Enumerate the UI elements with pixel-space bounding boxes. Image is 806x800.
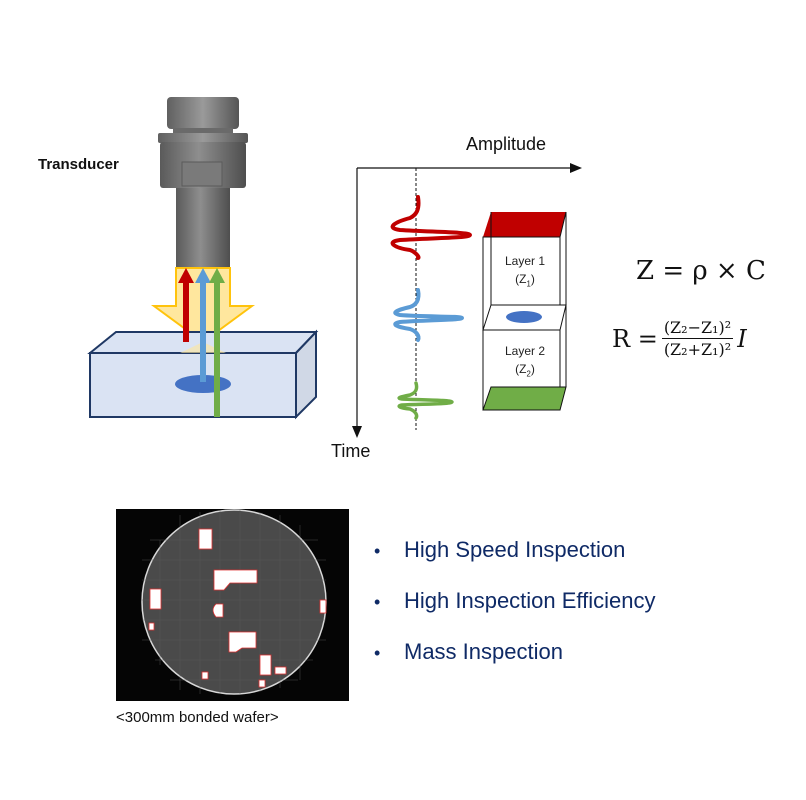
feature-item: •Mass Inspection [374, 639, 656, 690]
wafer-scan-image [116, 509, 349, 701]
layer2-name: Layer 2 [504, 344, 546, 358]
layer2-label: Layer 2 (Z2) [483, 342, 567, 383]
impedance-equation: Z = ρ × C [636, 256, 766, 286]
red-echo-waveform [390, 195, 473, 260]
layer1-impedance: (Z1) [515, 272, 535, 289]
wafer-caption: <300mm bonded wafer> [116, 709, 279, 726]
reflection-equation: R = (Z₂−Z₁)² (Z₂+Z₁)² I [612, 318, 747, 359]
layer1-name: Layer 1 [504, 254, 546, 268]
bullet-icon: • [374, 541, 381, 561]
green-echo-waveform [397, 381, 454, 420]
bullet-icon: • [374, 592, 381, 612]
amplitude-axis-label: Amplitude [466, 134, 547, 154]
layer-stack [482, 211, 567, 411]
red-echo-arrow [178, 268, 194, 342]
feature-list: •High Speed Inspection •High Inspection … [374, 537, 656, 690]
layer2-impedance: (Z2) [515, 362, 535, 379]
reflection-fraction: (Z₂−Z₁)² (Z₂+Z₁)² [661, 318, 734, 359]
reflection-numerator: (Z₂−Z₁)² [661, 318, 734, 339]
reflection-rhs: I [737, 324, 747, 353]
feature-item: •High Inspection Efficiency [374, 588, 656, 639]
transducer-label: Transducer [38, 156, 119, 173]
layer1-label: Layer 1 (Z1) [483, 252, 567, 293]
blue-echo-waveform [393, 288, 465, 342]
feature-item: •High Speed Inspection [374, 537, 656, 588]
reflection-lhs: R = [612, 324, 658, 353]
transducer-icon [158, 97, 248, 267]
bullet-icon: • [374, 643, 381, 663]
blue-echo-arrow [195, 268, 211, 382]
green-echo-arrow [209, 268, 225, 417]
interface-defect-icon [506, 311, 542, 323]
reflection-denominator: (Z₂+Z₁)² [663, 340, 732, 359]
time-axis-label: Time [331, 441, 371, 461]
